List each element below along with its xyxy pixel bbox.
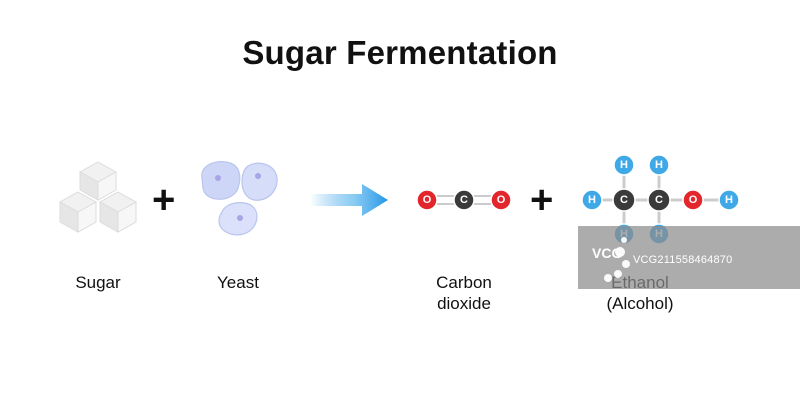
svg-text:O: O	[689, 194, 698, 206]
svg-text:H: H	[725, 194, 733, 206]
yeast-cells-icon	[201, 161, 278, 236]
svg-text:C: C	[460, 194, 468, 206]
plus-sign-1: +	[152, 178, 176, 222]
vcg-logo: VCG	[592, 237, 630, 282]
hydrogen-atom-left: H	[581, 189, 603, 211]
page-title: Sugar Fermentation	[242, 34, 558, 71]
hydrogen-atom-top-1: H	[613, 154, 635, 176]
svg-text:C: C	[620, 194, 628, 206]
carbon-dioxide-molecule: O C O	[416, 189, 512, 211]
carbon-atom: C	[453, 189, 475, 211]
plus-sign-2: +	[530, 178, 554, 222]
svg-text:H: H	[588, 194, 596, 206]
sugar-cubes-icon	[58, 161, 138, 233]
hydrogen-atom-top-2: H	[648, 154, 670, 176]
carbon-atom-2: C	[647, 188, 671, 212]
svg-text:H: H	[655, 159, 663, 171]
carbon-dioxide-label-line2: dioxide	[437, 294, 491, 313]
hydrogen-atom-right: H	[718, 189, 740, 211]
yeast-label: Yeast	[217, 273, 259, 292]
svg-text:O: O	[497, 194, 506, 206]
ethanol-label-line2: (Alcohol)	[606, 294, 674, 313]
carbon-dioxide-label-line1: Carbon	[436, 273, 492, 292]
watermark-overlay: VCG VCG211558464870	[578, 226, 800, 289]
oxygen-atom-right: O	[490, 189, 512, 211]
reaction-arrow-icon	[310, 184, 388, 216]
watermark-text: VCG211558464870	[633, 254, 733, 266]
svg-text:C: C	[655, 194, 663, 206]
carbon-atom-1: C	[612, 188, 636, 212]
svg-text:H: H	[620, 159, 628, 171]
oxygen-atom: O	[682, 189, 704, 211]
oxygen-atom-left: O	[416, 189, 438, 211]
sugar-label: Sugar	[75, 273, 121, 292]
svg-text:VCG: VCG	[592, 245, 622, 261]
svg-text:O: O	[423, 194, 432, 206]
